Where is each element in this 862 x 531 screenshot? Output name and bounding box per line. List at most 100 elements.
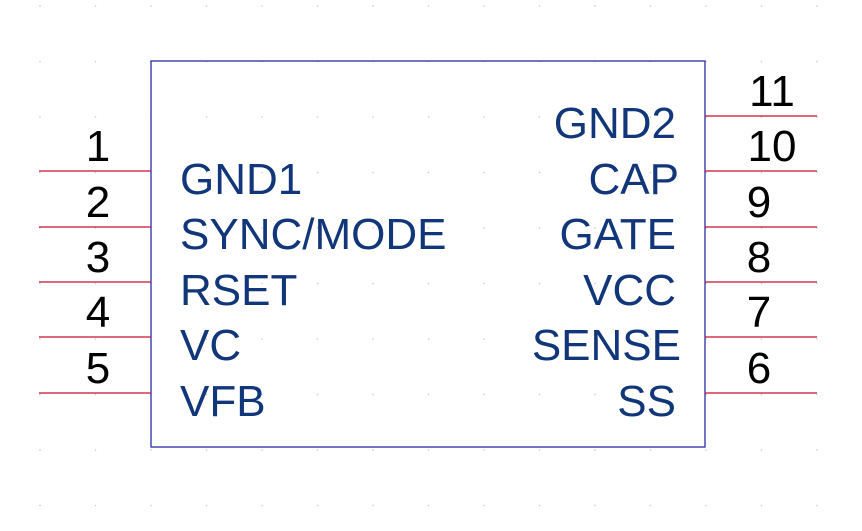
grid-dot bbox=[316, 338, 319, 340]
grid-dot bbox=[372, 504, 374, 507]
grid-dot bbox=[39, 171, 41, 174]
grid-dot bbox=[205, 504, 208, 507]
grid-dot bbox=[594, 338, 596, 340]
grid-dot bbox=[760, 338, 763, 340]
grid-dot bbox=[760, 449, 763, 451]
grid-dot bbox=[705, 504, 707, 507]
pin-name: GND2 bbox=[554, 99, 676, 148]
grid-dot bbox=[538, 116, 541, 118]
grid-dot bbox=[94, 116, 97, 118]
grid-dot bbox=[649, 5, 652, 7]
grid-dot bbox=[39, 5, 41, 7]
left-pin-5: 5 VFB bbox=[39, 344, 266, 426]
grid-dot bbox=[205, 5, 208, 7]
pin-name: SYNC/MODE bbox=[180, 210, 446, 259]
grid-dot bbox=[427, 338, 430, 340]
grid-dot bbox=[538, 504, 541, 507]
grid-dot bbox=[39, 282, 41, 285]
grid-dot bbox=[816, 504, 818, 507]
grid-dot bbox=[483, 504, 485, 507]
grid-dot bbox=[594, 449, 596, 451]
grid-dot bbox=[205, 449, 208, 451]
grid-dot bbox=[261, 171, 263, 174]
pin-number: 1 bbox=[86, 122, 110, 171]
right-pin-11: 11 GND2 bbox=[554, 67, 817, 148]
grid-dot bbox=[483, 449, 485, 451]
grid-dot bbox=[150, 504, 152, 507]
grid-dot bbox=[816, 338, 818, 340]
grid-dot bbox=[538, 171, 541, 174]
pin-number: 5 bbox=[86, 344, 110, 393]
background-grid bbox=[39, 5, 818, 507]
grid-dot bbox=[760, 171, 763, 174]
grid-dot bbox=[372, 171, 374, 174]
grid-dot bbox=[150, 449, 152, 451]
grid-dot bbox=[205, 171, 208, 174]
pin-number: 3 bbox=[86, 233, 110, 282]
grid-dot bbox=[94, 227, 97, 229]
grid-dot bbox=[261, 116, 263, 118]
grid-dot bbox=[39, 504, 41, 507]
grid-dot bbox=[649, 449, 652, 451]
grid-dot bbox=[261, 449, 263, 451]
grid-dot bbox=[816, 282, 818, 285]
left-pin-1: 1 GND1 bbox=[39, 122, 302, 204]
grid-dot bbox=[94, 60, 97, 63]
grid-dot bbox=[538, 449, 541, 451]
grid-dot bbox=[94, 449, 97, 451]
grid-dot bbox=[372, 116, 374, 118]
grid-dot bbox=[94, 171, 97, 174]
grid-dot bbox=[483, 393, 485, 396]
grid-dot bbox=[316, 393, 319, 396]
grid-dot bbox=[816, 60, 818, 63]
pin-name: GND1 bbox=[180, 155, 302, 204]
grid-dot bbox=[483, 227, 485, 229]
grid-dot bbox=[649, 227, 652, 229]
grid-dot bbox=[94, 282, 97, 285]
grid-dot bbox=[594, 282, 596, 285]
grid-dot bbox=[372, 227, 374, 229]
grid-dot bbox=[316, 116, 319, 118]
pin-number: 7 bbox=[747, 288, 771, 337]
grid-dot bbox=[205, 116, 208, 118]
grid-dot bbox=[372, 338, 374, 340]
grid-dot bbox=[816, 171, 818, 174]
grid-dot bbox=[427, 504, 430, 507]
grid-dot bbox=[594, 504, 596, 507]
grid-dot bbox=[816, 449, 818, 451]
grid-dot bbox=[594, 393, 596, 396]
pin-number: 9 bbox=[747, 178, 771, 227]
left-pin-4: 4 VC bbox=[39, 288, 241, 370]
grid-dot bbox=[760, 504, 763, 507]
grid-dot bbox=[760, 5, 763, 7]
grid-dot bbox=[94, 393, 97, 396]
grid-dot bbox=[427, 282, 430, 285]
grid-dot bbox=[94, 5, 97, 7]
grid-dot bbox=[94, 504, 97, 507]
grid-dot bbox=[39, 116, 41, 118]
grid-dot bbox=[261, 282, 263, 285]
grid-dot bbox=[427, 393, 430, 396]
grid-dot bbox=[649, 393, 652, 396]
grid-dot bbox=[538, 5, 541, 7]
grid-dot bbox=[39, 338, 41, 340]
grid-dot bbox=[760, 282, 763, 285]
grid-dot bbox=[316, 171, 319, 174]
right-pin-10: 10 CAP bbox=[589, 122, 817, 204]
grid-dot bbox=[816, 393, 818, 396]
grid-dot bbox=[261, 227, 263, 229]
grid-dot bbox=[316, 282, 319, 285]
pin-number: 6 bbox=[747, 344, 771, 393]
grid-dot bbox=[649, 504, 652, 507]
pin-name: GATE bbox=[559, 210, 676, 259]
grid-dot bbox=[816, 5, 818, 7]
left-pin-3: 3 RSET bbox=[39, 233, 297, 315]
pin-number: 4 bbox=[86, 288, 110, 337]
grid-dot bbox=[372, 393, 374, 396]
pin-name: VFB bbox=[180, 377, 266, 426]
grid-dot bbox=[205, 227, 208, 229]
grid-dot bbox=[538, 282, 541, 285]
grid-dot bbox=[316, 449, 319, 451]
component-body bbox=[150, 60, 706, 448]
